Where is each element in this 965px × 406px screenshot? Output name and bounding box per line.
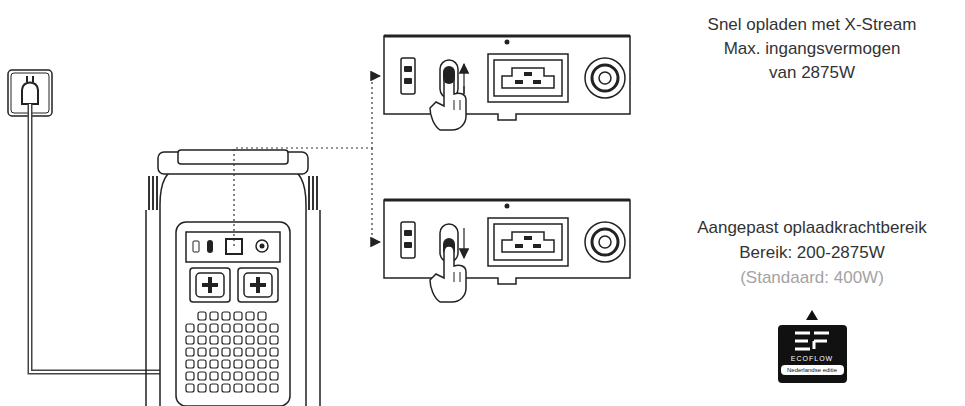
leader-line <box>372 148 380 242</box>
caption-text: Bereik: 200-2875W <box>682 241 942 265</box>
power-station <box>146 150 320 406</box>
panel-detail <box>384 36 630 130</box>
edition-tag: Nederlandse editie <box>781 365 844 375</box>
logo-mark <box>792 330 832 352</box>
caption-text: (Standaard: 400W) <box>682 266 942 290</box>
logo-badge: ECOFLOW Nederlandse editie <box>778 325 847 383</box>
caption-text: Max. ingangsvermogen van 2875W <box>717 37 907 85</box>
pointer-triangle <box>806 310 818 320</box>
leader-line <box>234 76 380 246</box>
panel-detail <box>384 200 630 302</box>
logo-wordmark: ECOFLOW <box>781 354 844 363</box>
caption-text: Snel opladen met X-Stream <box>682 13 942 37</box>
caption-text: Aangepast oplaadkrachtbereik <box>672 216 952 240</box>
